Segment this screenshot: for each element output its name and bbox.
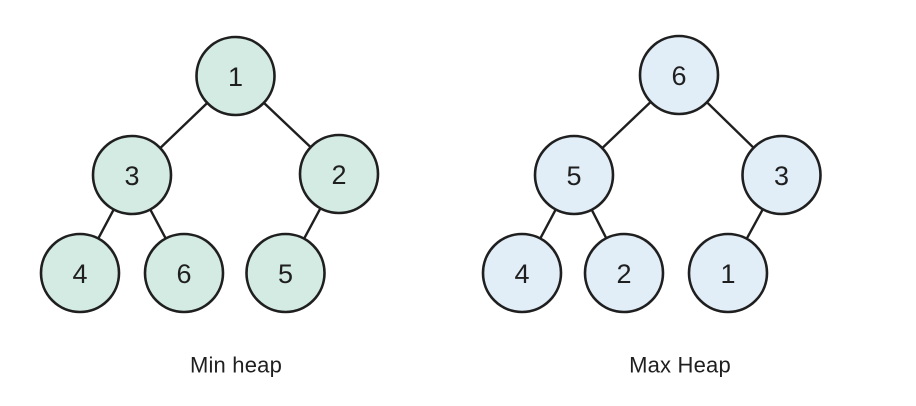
node-circle-1[interactable] [195,35,276,117]
caption-min-heap: Min heap [190,353,282,378]
node-circle-5[interactable] [533,134,615,216]
node-circle-3[interactable] [91,134,173,216]
node-value-6: 6 [176,259,191,289]
node-value-3: 3 [124,161,139,191]
tree-edge-6-to-5 [599,99,654,151]
edges-group-min-heap [96,100,323,242]
node-circle-2[interactable] [583,232,665,314]
tree-node-4[interactable]: 4 [481,232,563,314]
node-circle-6[interactable] [143,232,225,314]
node-value-6: 6 [671,61,686,91]
edges-group-max-heap [538,99,765,242]
tree-edge-1-to-3 [157,100,210,151]
tree-edge-3-to-1 [744,206,765,242]
node-value-2: 2 [616,259,631,289]
tree-edge-1-to-2 [261,100,313,150]
node-circle-2[interactable] [298,133,380,215]
nodes-group-max-heap: 6 5 3 4 2 1 [481,34,822,314]
node-value-3: 3 [774,161,789,191]
node-value-4: 4 [514,259,529,289]
tree-edge-5-to-4 [538,206,558,242]
tree-node-1[interactable]: 1 [687,232,769,314]
node-circle-3[interactable] [741,134,822,216]
tree-edge-6-to-3 [704,99,756,151]
tree-edge-5-to-2 [589,207,609,241]
tree-edge-2-to-5 [302,205,323,242]
tree-node-3[interactable]: 3 [91,134,173,216]
tree-node-1[interactable]: 1 [195,35,276,117]
node-value-4: 4 [72,259,87,289]
tree-node-6[interactable]: 6 [143,232,225,314]
tree-edge-3-to-4 [96,206,116,242]
node-value-2: 2 [331,160,346,190]
node-circle-6[interactable] [638,34,720,116]
nodes-group-min-heap: 1 3 2 4 6 5 [39,35,380,314]
node-circle-4[interactable] [481,232,563,314]
tree-node-5[interactable]: 5 [245,232,326,314]
tree-node-6[interactable]: 6 [638,34,720,116]
node-value-5: 5 [566,161,581,191]
tree-node-2[interactable]: 2 [583,232,665,314]
node-value-1: 1 [228,62,243,92]
node-value-5: 5 [278,259,293,289]
node-value-1: 1 [720,259,735,289]
tree-node-5[interactable]: 5 [533,134,615,216]
caption-max-heap: Max Heap [629,353,731,378]
node-circle-5[interactable] [245,232,326,314]
tree-node-4[interactable]: 4 [39,232,121,314]
tree-node-3[interactable]: 3 [741,134,822,216]
node-circle-4[interactable] [39,232,121,314]
tree-node-2[interactable]: 2 [298,133,380,215]
node-circle-1[interactable] [687,232,769,314]
tree-edge-3-to-6 [148,206,168,242]
